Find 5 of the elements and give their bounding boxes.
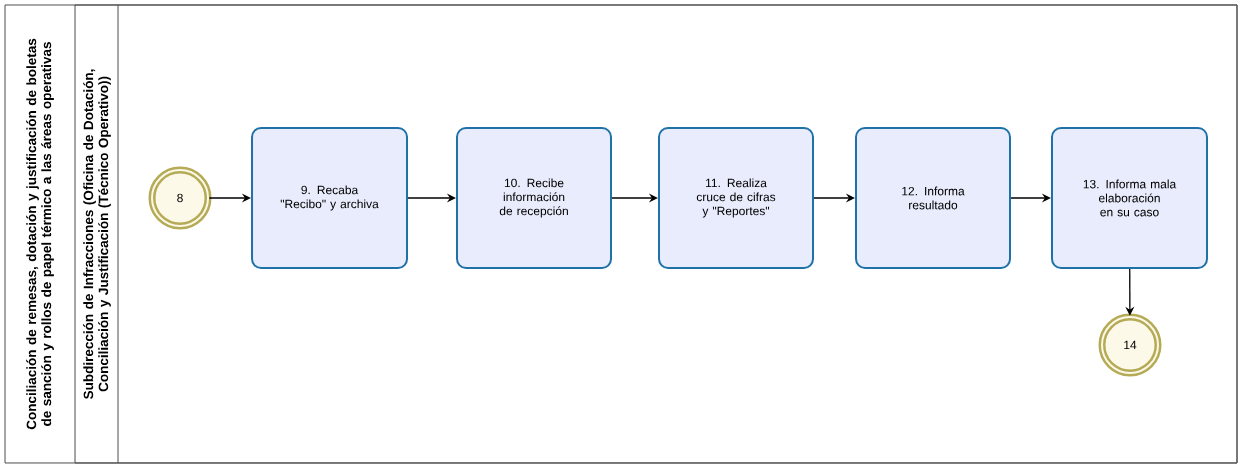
task-box: 11. Realiza cruce de cifras y "Reportes" [658,127,814,269]
task-box: 12. Informa resultado [855,127,1011,269]
task-box: 10. Recibe información de recepción [456,127,612,269]
task-box: 13. Informa mala elaboración en su caso [1051,127,1208,269]
task-box: 9. Recaba "Recibo" y archiva [251,127,408,269]
